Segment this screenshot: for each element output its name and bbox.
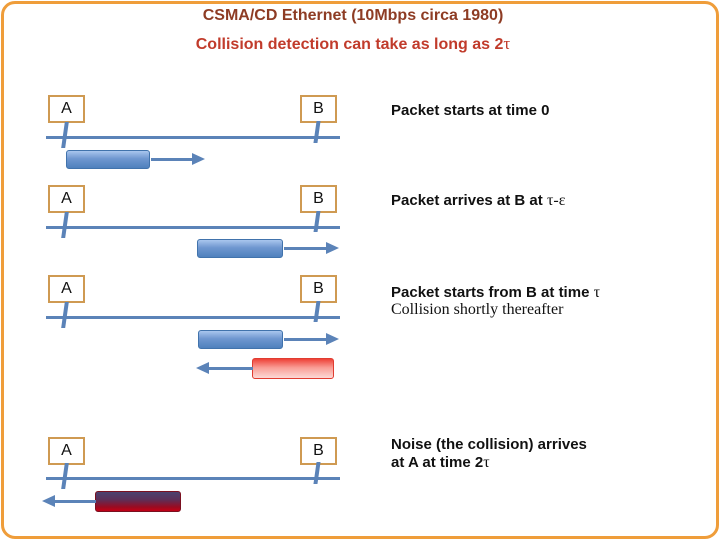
arrow-right-icon xyxy=(326,333,339,345)
node-b-box: B xyxy=(300,185,337,213)
slide-title: CSMA/CD Ethernet (10Mbps circa 1980) xyxy=(202,7,504,24)
arrow-left-icon xyxy=(42,495,55,507)
node-a-box: A xyxy=(48,185,85,213)
caption-text: at A at time 2 xyxy=(391,454,484,471)
caption-greek-tau: τ xyxy=(483,454,490,471)
subtitle-text: Collision detection can take as long as … xyxy=(195,36,504,53)
arrow-right-icon xyxy=(192,153,205,165)
node-a-box: A xyxy=(48,437,85,465)
node-b-label: B xyxy=(313,280,324,297)
packet-near-b xyxy=(197,239,283,258)
node-b-label: B xyxy=(313,100,324,117)
node-a-label: A xyxy=(61,280,72,297)
node-b-label: B xyxy=(313,190,324,207)
node-b-tap xyxy=(313,121,321,143)
arrow-line xyxy=(284,247,326,250)
node-a-tap xyxy=(61,122,69,148)
arrow-line xyxy=(54,500,96,503)
node-b-label: B xyxy=(313,442,324,459)
arrow-line xyxy=(284,338,326,341)
node-a-label: A xyxy=(61,190,72,207)
caption-text: Packet starts from B at time xyxy=(391,284,594,301)
caption-row-4-line-2: at A at time 2τ xyxy=(391,454,490,472)
noise-packet xyxy=(95,491,181,512)
ethernet-wire xyxy=(46,316,340,319)
caption-row-4-line-1: Noise (the collision) arrives xyxy=(391,436,587,453)
node-b-tap xyxy=(313,462,321,484)
ethernet-wire xyxy=(46,477,340,480)
node-a-label: A xyxy=(61,442,72,459)
node-a-tap xyxy=(61,463,69,489)
node-b-box: B xyxy=(300,95,337,123)
ethernet-wire xyxy=(46,226,340,229)
node-b-box: B xyxy=(300,275,337,303)
subtitle-greek-tau: τ xyxy=(503,34,511,53)
node-a-label: A xyxy=(61,100,72,117)
arrow-left-icon xyxy=(196,362,209,374)
packet-from-a xyxy=(66,150,150,169)
arrow-right-icon xyxy=(326,242,339,254)
node-a-tap xyxy=(61,302,69,328)
slide-subtitle: Collision detection can take as long as … xyxy=(0,34,706,54)
caption-row-3-line-1: Packet starts from B at time τ xyxy=(391,284,600,302)
caption-greek-tau-eps: τ-ε xyxy=(546,192,566,209)
caption-text: Packet arrives at B at xyxy=(391,192,547,209)
ethernet-wire xyxy=(46,136,340,139)
node-a-box: A xyxy=(48,275,85,303)
caption-greek-tau: τ xyxy=(593,284,601,301)
packet-near-b xyxy=(198,330,283,349)
node-a-tap xyxy=(61,212,69,238)
caption-row-2: Packet arrives at B at τ-ε xyxy=(391,192,565,210)
caption-row-3-line-2: Collision shortly thereafter xyxy=(391,301,564,318)
node-a-box: A xyxy=(48,95,85,123)
node-b-box: B xyxy=(300,437,337,465)
arrow-line xyxy=(208,367,253,370)
caption-row-1: Packet starts at time 0 xyxy=(391,102,550,119)
arrow-line xyxy=(151,158,193,161)
packet-from-b xyxy=(252,358,334,379)
